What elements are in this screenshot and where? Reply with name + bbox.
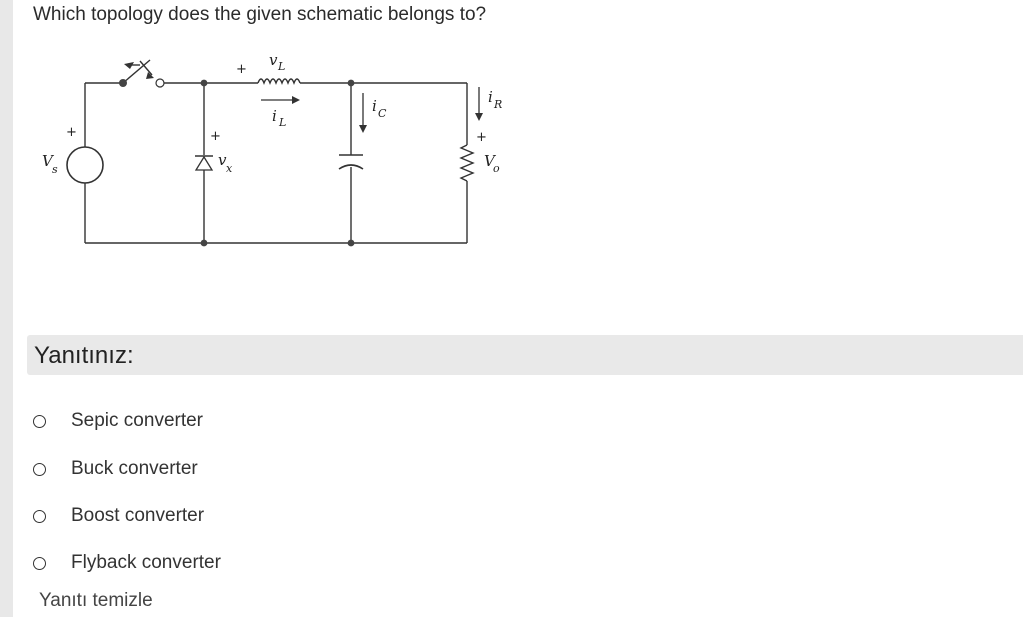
clear-answer-link[interactable]: Yanıtı temizle — [39, 590, 153, 611]
circuit-schematic: + V s + v x + v L i L i C i R + V o — [42, 51, 502, 247]
vs-plus: + — [66, 125, 77, 140]
radio-button-icon[interactable] — [33, 556, 46, 570]
il-label: i — [272, 107, 277, 125]
node-dot — [347, 79, 355, 87]
vx-label: v — [218, 151, 227, 169]
option-label: Boost converter — [71, 505, 205, 526]
inductor-icon — [257, 78, 301, 85]
switch-contact-closed — [119, 79, 127, 87]
ic-sub: C — [378, 107, 387, 120]
option-flyback[interactable]: Flyback converter — [30, 549, 221, 577]
voltage-source-icon — [66, 146, 104, 184]
node-dot — [200, 79, 208, 87]
switch-blade — [122, 59, 151, 84]
question-text: Which topology does the given schematic … — [33, 4, 487, 25]
radio-button-icon[interactable] — [33, 462, 46, 476]
resistor-icon — [459, 144, 475, 182]
option-boost[interactable]: Boost converter — [30, 502, 204, 530]
node-dot — [347, 239, 355, 247]
option-label: Flyback converter — [71, 552, 221, 573]
diode-icon — [194, 155, 214, 171]
vo-label: V — [484, 152, 497, 170]
node-dot — [200, 239, 208, 247]
ir-label: i — [488, 88, 493, 106]
answer-label: Yanıtınız: — [34, 342, 134, 369]
ic-label: i — [372, 97, 377, 115]
vx-sub: x — [226, 162, 233, 175]
answer-header: Yanıtınız: — [27, 335, 1023, 375]
switch-gate — [139, 60, 153, 76]
option-sepic[interactable]: Sepic converter — [30, 407, 203, 435]
ir-sub: R — [493, 98, 502, 111]
vs-sub: s — [52, 163, 58, 176]
option-label: Buck converter — [71, 458, 198, 479]
vl-sub: L — [277, 60, 285, 73]
vo-sub: o — [493, 162, 500, 175]
vl-label: v — [269, 51, 278, 69]
vo-plus: + — [476, 130, 487, 145]
vx-plus: + — [210, 129, 221, 144]
il-sub: L — [278, 116, 286, 129]
switch-contact-open — [155, 78, 165, 88]
vl-plus: + — [236, 62, 247, 77]
vs-label: V — [42, 152, 55, 170]
option-label: Sepic converter — [71, 410, 204, 431]
option-buck[interactable]: Buck converter — [30, 455, 198, 483]
left-rail — [0, 0, 13, 617]
radio-button-icon[interactable] — [33, 509, 46, 523]
radio-button-icon[interactable] — [33, 414, 46, 428]
